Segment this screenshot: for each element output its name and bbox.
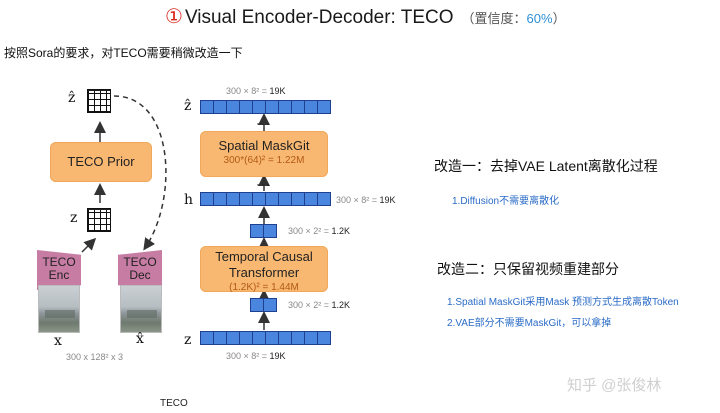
- modification-1-title: 改造一：去掉VAE Latent离散化过程: [434, 158, 658, 174]
- section-number: ①: [165, 6, 183, 28]
- confidence-label: （置信度：: [461, 11, 527, 26]
- spatial-maskgit-box: Spatial MaskGit 300*(64)² = 1.22M: [200, 131, 328, 177]
- temporal-title-1: Temporal Causal: [215, 249, 313, 264]
- watermark: 知乎 @张俊林: [567, 377, 662, 394]
- zhat-label: ẑ: [68, 90, 76, 106]
- mid-token-row: [250, 224, 277, 238]
- confidence: （置信度：60%）: [462, 8, 566, 27]
- z-label-left: z: [70, 210, 78, 226]
- spatial-maskgit-cost: 300*(64)² = 1.22M: [223, 155, 305, 166]
- figure-caption: TECO: [160, 398, 188, 409]
- z-label-right: z: [184, 332, 192, 348]
- enc-line2: Enc: [48, 268, 70, 282]
- top-dims: 300 × 8² = 19K: [226, 86, 286, 96]
- arrow-enc-to-z: [81, 237, 97, 253]
- low-token-row: [250, 298, 277, 312]
- title-text: Visual Encoder-Decoder: TECO: [184, 7, 454, 28]
- modification-1-item-1: 1.Diffusion不需要离散化: [452, 196, 560, 207]
- bottom-dims: 300 × 8² = 19K: [226, 351, 286, 361]
- modification-2-item-1: 1.Spatial MaskGit采用Mask 预测方式生成离散Token: [447, 297, 679, 308]
- zhat-label-right: ẑ: [184, 98, 192, 114]
- teco-enc: TECO Enc: [37, 250, 81, 290]
- modification-2-title: 改造二：只保留视频重建部分: [437, 261, 619, 277]
- spatial-maskgit-title: Spatial MaskGit: [218, 138, 310, 153]
- confidence-close: ）: [552, 11, 566, 26]
- h-dims: 300 × 8² = 19K: [336, 195, 396, 205]
- mid-dims: 300 × 2² = 1.2K: [288, 226, 351, 236]
- input-video-frames: [38, 285, 80, 333]
- xhat-label: x̂: [136, 331, 144, 347]
- h-label: h: [184, 192, 194, 208]
- subtitle: 按照Sora的要求，对TECO需要稍微改造一下: [4, 46, 243, 60]
- teco-prior-box: TECO Prior: [50, 142, 152, 182]
- x-label: x: [54, 333, 62, 349]
- h-token-row: [200, 192, 331, 206]
- z-grid: [87, 208, 111, 232]
- dashed-arrow-zhat-to-dec: [113, 95, 167, 251]
- page-title: ① Visual Encoder-Decoder: TECO （置信度：60%）: [165, 4, 566, 29]
- dec-line1: TECO: [123, 255, 157, 269]
- ellipsis-top: ···: [256, 116, 271, 130]
- temporal-cost: (1.2K)² = 1.44M: [229, 282, 299, 293]
- modification-2-item-2: 2.VAE部分不需要MaskGit，可以拿掉: [447, 318, 612, 329]
- temporal-transformer-box: Temporal Causal Transformer (1.2K)² = 1.…: [200, 246, 328, 293]
- temporal-title-2: Transformer: [228, 265, 300, 280]
- dec-line2: Dec: [129, 268, 151, 282]
- z-token-row: [200, 331, 331, 345]
- teco-dec: TECO Dec: [118, 250, 162, 290]
- teco-prior-label: TECO Prior: [67, 154, 135, 169]
- input-dims-note: 300 x 128² x 3: [66, 352, 124, 362]
- confidence-value: 60%: [526, 11, 553, 26]
- zhat-grid: [87, 89, 111, 113]
- ellipsis-mid: ···: [256, 177, 271, 191]
- reconstructed-video-frames: [120, 285, 162, 333]
- zhat-token-row: [200, 100, 331, 114]
- low-dims: 300 × 2² = 1.2K: [288, 300, 351, 310]
- enc-line1: TECO: [42, 255, 76, 269]
